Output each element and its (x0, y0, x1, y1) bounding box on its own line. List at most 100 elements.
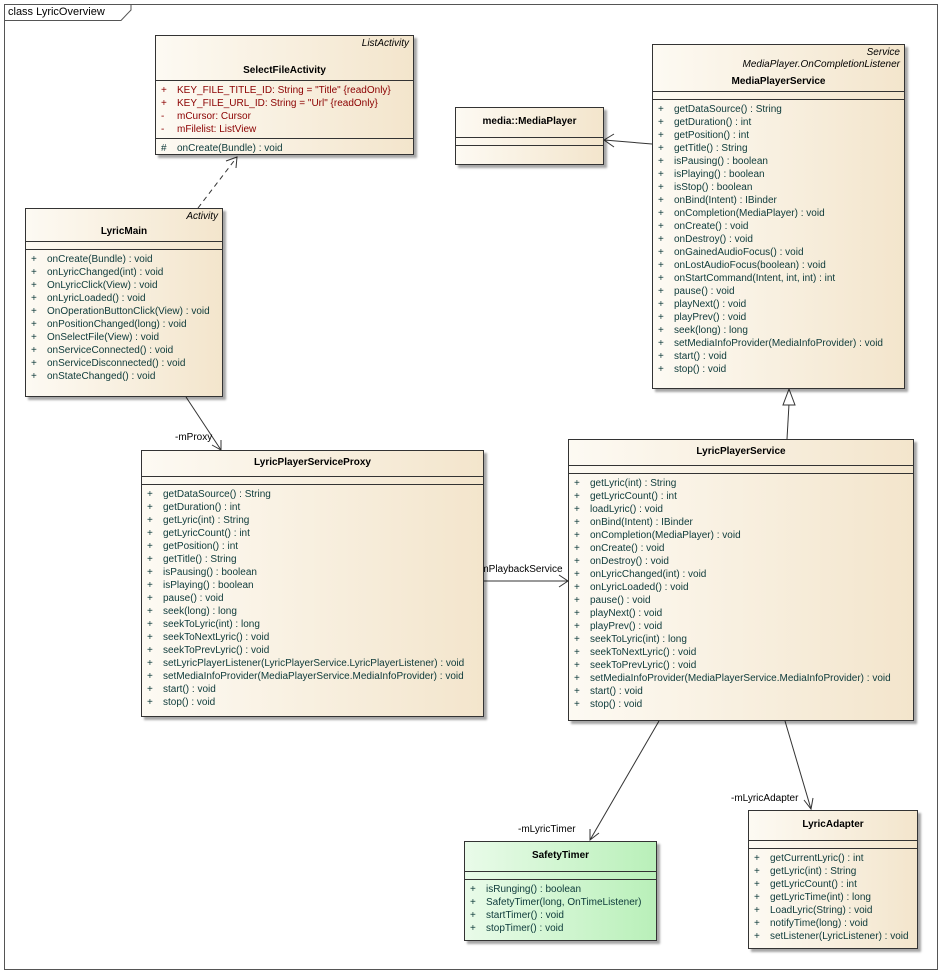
operation-isplaying[interactable]: +isPlaying() : boolean (142, 579, 483, 592)
operation-getduration[interactable]: +getDuration() : int (653, 116, 904, 129)
operation-onlyricchanged[interactable]: +onLyricChanged(int) : void (26, 266, 222, 279)
operation-gettitle[interactable]: +getTitle() : String (653, 142, 904, 155)
dependency-line (197, 156, 238, 209)
operation-onbind[interactable]: +onBind(Intent) : IBinder (569, 516, 913, 529)
operation-loadlyric[interactable]: +loadLyric() : void (569, 503, 913, 516)
member-signature: onLyricChanged(int) : void (590, 569, 707, 580)
operation-seektonextlyric[interactable]: +seekToNextLyric() : void (142, 631, 483, 644)
class-lyric-player-service-proxy[interactable]: LyricPlayerServiceProxy+getDataSource() … (141, 450, 484, 717)
operation-onbind[interactable]: +onBind(Intent) : IBinder (653, 194, 904, 207)
operation-onservicedisconnected[interactable]: +onServiceDisconnected() : void (26, 357, 222, 370)
attribute-mfilelist[interactable]: -mFilelist: ListView (156, 123, 413, 136)
operation-onstatechanged[interactable]: +onStateChanged() : void (26, 370, 222, 383)
operation-oncompletion[interactable]: +onCompletion(MediaPlayer) : void (653, 207, 904, 220)
operation-isrunging[interactable]: +isRunging() : boolean (465, 883, 656, 896)
operation-onlyricclick[interactable]: +OnLyricClick(View) : void (26, 279, 222, 292)
operation-setmediainfoprovider[interactable]: +setMediaInfoProvider(MediaPlayerService… (142, 670, 483, 683)
operation-starttimer[interactable]: +startTimer() : void (465, 909, 656, 922)
operation-setmediainfoprovider[interactable]: +setMediaInfoProvider(MediaInfoProvider)… (653, 337, 904, 350)
operation-stop[interactable]: +stop() : void (569, 698, 913, 711)
operation-gettitle[interactable]: +getTitle() : String (142, 553, 483, 566)
operation-getposition[interactable]: +getPosition() : int (142, 540, 483, 553)
member-signature: getLyric(int) : String (770, 866, 857, 877)
operation-seektolyric[interactable]: +seekToLyric(int) : long (569, 633, 913, 646)
operation-isstop[interactable]: +isStop() : boolean (653, 181, 904, 194)
operation-setlyricplayerlistener[interactable]: +setLyricPlayerListener(LyricPlayerServi… (142, 657, 483, 670)
operation-getdatasource[interactable]: +getDataSource() : String (653, 103, 904, 116)
operation-onlyricchanged[interactable]: +onLyricChanged(int) : void (569, 568, 913, 581)
visibility-marker: + (658, 338, 664, 349)
operation-setlistener[interactable]: +setListener(LyricListener) : void (749, 930, 917, 943)
operation-getduration[interactable]: +getDuration() : int (142, 501, 483, 514)
operation-getlyriccount[interactable]: +getLyricCount() : int (749, 878, 917, 891)
operation-oncreate[interactable]: +onCreate(Bundle) : void (26, 253, 222, 266)
operation-onlyricloaded[interactable]: +onLyricLoaded() : void (569, 581, 913, 594)
operation-getlyric[interactable]: +getLyric(int) : String (569, 477, 913, 490)
operation-ispausing[interactable]: +isPausing() : boolean (653, 155, 904, 168)
class-safety-timer[interactable]: SafetyTimer+isRunging() : boolean+Safety… (464, 841, 657, 941)
attribute-key-file-url-id[interactable]: +KEY_FILE_URL_ID: String = "Url" {readOn… (156, 97, 413, 110)
operation-onlostaudiofocus[interactable]: +onLostAudioFocus(boolean) : void (653, 259, 904, 272)
operation-pause[interactable]: +pause() : void (142, 592, 483, 605)
operation-ondestroy[interactable]: +onDestroy() : void (653, 233, 904, 246)
operation-seek[interactable]: +seek(long) : long (653, 324, 904, 337)
operation-getlyriccount[interactable]: +getLyricCount() : int (142, 527, 483, 540)
operation-oncreate[interactable]: #onCreate(Bundle) : void (156, 142, 413, 155)
operation-playnext[interactable]: +playNext() : void (569, 607, 913, 620)
operation-getdatasource[interactable]: +getDataSource() : String (142, 488, 483, 501)
operation-seektonextlyric[interactable]: +seekToNextLyric() : void (569, 646, 913, 659)
member-signature: OnSelectFile(View) : void (47, 332, 160, 343)
operation-onpositionchanged[interactable]: +onPositionChanged(long) : void (26, 318, 222, 331)
operation-getlyrictime[interactable]: +getLyricTime(int) : long (749, 891, 917, 904)
operation-oncompletion[interactable]: +onCompletion(MediaPlayer) : void (569, 529, 913, 542)
association-line-mediaplayer (603, 139, 653, 145)
operation-getlyric[interactable]: +getLyric(int) : String (142, 514, 483, 527)
operation-stop[interactable]: +stop() : void (142, 696, 483, 709)
operation-seek[interactable]: +seek(long) : long (142, 605, 483, 618)
operation-seektoprevlyric[interactable]: +seekToPrevLyric() : void (569, 659, 913, 672)
operation-seektoprevlyric[interactable]: +seekToPrevLyric() : void (142, 644, 483, 657)
operation-oncreate[interactable]: +onCreate() : void (653, 220, 904, 233)
class-lyric-player-service[interactable]: LyricPlayerService+getLyric(int) : Strin… (568, 439, 914, 721)
operation-seektolyric[interactable]: +seekToLyric(int) : long (142, 618, 483, 631)
operation-ongainedaudiofocus[interactable]: +onGainedAudioFocus() : void (653, 246, 904, 259)
member-signature: isPlaying() : boolean (674, 169, 765, 180)
operation-onlyricloaded[interactable]: +onLyricLoaded() : void (26, 292, 222, 305)
operation-onserviceconnected[interactable]: +onServiceConnected() : void (26, 344, 222, 357)
operation-start[interactable]: +start() : void (142, 683, 483, 696)
operation-start[interactable]: +start() : void (569, 685, 913, 698)
operation-pause[interactable]: +pause() : void (569, 594, 913, 607)
operation-onstartcommand[interactable]: +onStartCommand(Intent, int, int) : int (653, 272, 904, 285)
operation-setmediainfoprovider[interactable]: +setMediaInfoProvider(MediaPlayerService… (569, 672, 913, 685)
operation-safetytimer[interactable]: +SafetyTimer(long, OnTimeListener) (465, 896, 656, 909)
operation-getlyric[interactable]: +getLyric(int) : String (749, 865, 917, 878)
operation-playnext[interactable]: +playNext() : void (653, 298, 904, 311)
operation-notifytime[interactable]: +notifyTime(long) : void (749, 917, 917, 930)
operation-start[interactable]: +start() : void (653, 350, 904, 363)
operation-getposition[interactable]: +getPosition() : int (653, 129, 904, 142)
operation-ondestroy[interactable]: +onDestroy() : void (569, 555, 913, 568)
attribute-key-file-title-id[interactable]: +KEY_FILE_TITLE_ID: String = "Title" {re… (156, 84, 413, 97)
operation-isplaying[interactable]: +isPlaying() : boolean (653, 168, 904, 181)
class-media-player[interactable]: media::MediaPlayer (455, 107, 604, 165)
operation-oncreate[interactable]: +onCreate() : void (569, 542, 913, 555)
member-signature: onDestroy() : void (674, 234, 753, 245)
operation-playprev[interactable]: +playPrev() : void (569, 620, 913, 633)
operation-loadlyric[interactable]: +LoadLyric(String) : void (749, 904, 917, 917)
class-lyric-adapter[interactable]: LyricAdapter+getCurrentLyric() : int+get… (748, 810, 918, 949)
operation-getcurrentlyric[interactable]: +getCurrentLyric() : int (749, 852, 917, 865)
operation-pause[interactable]: +pause() : void (653, 285, 904, 298)
visibility-marker: + (31, 371, 37, 382)
operation-stoptimer[interactable]: +stopTimer() : void (465, 922, 656, 935)
operation-onoperationbuttonclick[interactable]: +OnOperationButtonClick(View) : void (26, 305, 222, 318)
operation-ispausing[interactable]: +isPausing() : boolean (142, 566, 483, 579)
frame-tab-outline (4, 4, 132, 21)
operation-playprev[interactable]: +playPrev() : void (653, 311, 904, 324)
operation-stop[interactable]: +stop() : void (653, 363, 904, 376)
attribute-mcursor[interactable]: -mCursor: Cursor (156, 110, 413, 123)
operation-onselectfile[interactable]: +OnSelectFile(View) : void (26, 331, 222, 344)
operation-getlyriccount[interactable]: +getLyricCount() : int (569, 490, 913, 503)
